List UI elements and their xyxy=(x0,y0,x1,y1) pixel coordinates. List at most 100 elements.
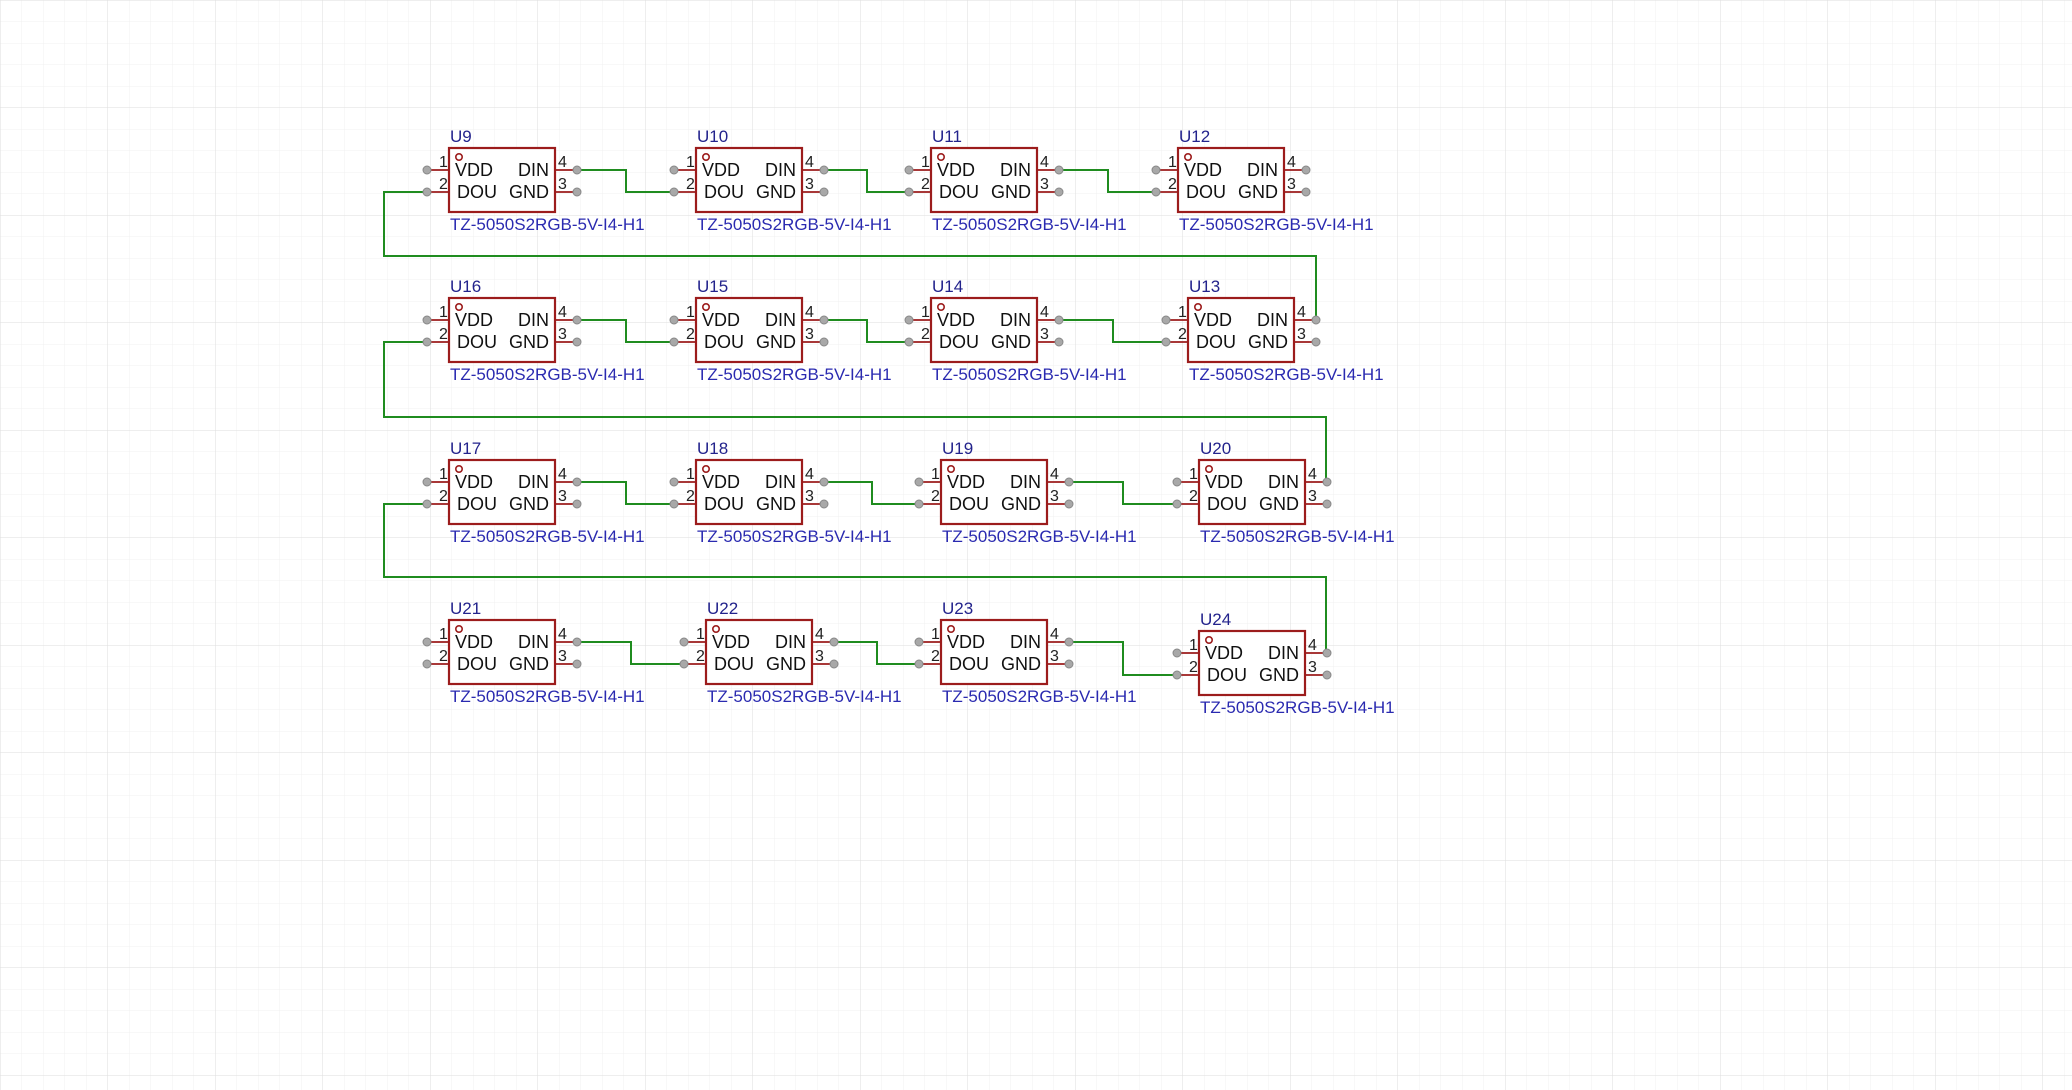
pin-2-terminal[interactable] xyxy=(1151,187,1161,197)
pin-2-terminal[interactable] xyxy=(422,337,432,347)
wire-row3-1[interactable] xyxy=(577,481,674,505)
pin-4-terminal[interactable] xyxy=(1054,165,1064,175)
wire-row1-1[interactable] xyxy=(577,169,674,193)
pin-name-gnd: GND xyxy=(509,654,549,674)
pin-4-terminal[interactable] xyxy=(572,477,582,487)
pin-name-vdd: VDD xyxy=(1184,160,1222,180)
pin-name-vdd: VDD xyxy=(1194,310,1232,330)
pin-1-terminal[interactable] xyxy=(1172,477,1182,487)
pin-4-terminal[interactable] xyxy=(1322,477,1332,487)
pin-name-dou: DOU xyxy=(939,332,979,352)
pin-4-terminal[interactable] xyxy=(1322,648,1332,658)
pin-4-terminal[interactable] xyxy=(819,165,829,175)
pin-4-terminal[interactable] xyxy=(829,637,839,647)
wire-row3-2[interactable] xyxy=(824,481,919,505)
pin-2-terminal[interactable] xyxy=(422,659,432,669)
pin-4-terminal[interactable] xyxy=(1064,637,1074,647)
pin-3-terminal[interactable] xyxy=(572,187,582,197)
pin-4-terminal[interactable] xyxy=(572,315,582,325)
wire-row3-3[interactable] xyxy=(1069,481,1177,505)
pin-1-terminal[interactable] xyxy=(1161,315,1171,325)
pin-3-terminal[interactable] xyxy=(829,659,839,669)
pin-1-terminal[interactable] xyxy=(669,477,679,487)
pin-1-terminal[interactable] xyxy=(422,165,432,175)
wire-row2-3[interactable] xyxy=(1059,319,1166,343)
pin-1-terminal[interactable] xyxy=(422,477,432,487)
pin-1-terminal[interactable] xyxy=(669,315,679,325)
pin-4-terminal[interactable] xyxy=(819,315,829,325)
pin-3-terminal[interactable] xyxy=(1054,337,1064,347)
pin-2-terminal[interactable] xyxy=(669,499,679,509)
pin-2-terminal[interactable] xyxy=(1172,670,1182,680)
pin-4-terminal[interactable] xyxy=(1311,315,1321,325)
pin-4-terminal[interactable] xyxy=(1301,165,1311,175)
pin-4-terminal[interactable] xyxy=(1064,477,1074,487)
wire-row1-3[interactable] xyxy=(1059,169,1156,193)
pin-1-terminal[interactable] xyxy=(422,637,432,647)
pin-3-terminal[interactable] xyxy=(572,499,582,509)
pin-3-terminal[interactable] xyxy=(819,187,829,197)
wire-row-link-1[interactable] xyxy=(383,191,1317,320)
wire-row1-2[interactable] xyxy=(824,169,909,193)
pin-2-terminal[interactable] xyxy=(914,659,924,669)
pin-3-terminal[interactable] xyxy=(1301,187,1311,197)
pin-1-terminal[interactable] xyxy=(914,477,924,487)
pin-3-terminal[interactable] xyxy=(1322,499,1332,509)
pin-2-terminal[interactable] xyxy=(669,187,679,197)
pin-1-terminal[interactable] xyxy=(1172,648,1182,658)
pin-1-terminal[interactable] xyxy=(904,165,914,175)
pin-1-terminal[interactable] xyxy=(422,315,432,325)
pin-number-3: 3 xyxy=(1050,488,1059,505)
wire-row2-1[interactable] xyxy=(577,319,674,343)
pin-name-gnd: GND xyxy=(1001,654,1041,674)
pin-3-terminal[interactable] xyxy=(572,337,582,347)
pin-2-terminal[interactable] xyxy=(679,659,689,669)
wire-row2-2[interactable] xyxy=(824,319,909,343)
wire-row4-2[interactable] xyxy=(834,641,919,665)
pin-4-terminal[interactable] xyxy=(572,165,582,175)
pin-2-terminal[interactable] xyxy=(669,337,679,347)
pin-2-terminal[interactable] xyxy=(904,337,914,347)
pin-4-terminal[interactable] xyxy=(819,477,829,487)
pin-1-terminal[interactable] xyxy=(904,315,914,325)
wire-row4-3[interactable] xyxy=(1069,641,1177,676)
pin-3-terminal[interactable] xyxy=(819,337,829,347)
pin-1-terminal[interactable] xyxy=(669,165,679,175)
pin-3-terminal[interactable] xyxy=(1311,337,1321,347)
pin-1-terminal[interactable] xyxy=(679,637,689,647)
pin-3-terminal[interactable] xyxy=(1064,499,1074,509)
pin-4-terminal[interactable] xyxy=(1054,315,1064,325)
pin-3-terminal[interactable] xyxy=(572,659,582,669)
pin-3-terminal[interactable] xyxy=(1054,187,1064,197)
pin-2-terminal[interactable] xyxy=(904,187,914,197)
pin-3-terminal[interactable] xyxy=(1064,659,1074,669)
pin-1-terminal[interactable] xyxy=(1151,165,1161,175)
pin-1-terminal[interactable] xyxy=(914,637,924,647)
pin-2-terminal[interactable] xyxy=(1172,499,1182,509)
pin-3-terminal[interactable] xyxy=(1322,670,1332,680)
pin-2-terminal[interactable] xyxy=(422,187,432,197)
pin-2-terminal[interactable] xyxy=(914,499,924,509)
pin-2-terminal[interactable] xyxy=(1161,337,1171,347)
pin-4-terminal[interactable] xyxy=(572,637,582,647)
pin-2-terminal[interactable] xyxy=(422,499,432,509)
wire-row4-1[interactable] xyxy=(577,641,684,665)
pin-3-terminal[interactable] xyxy=(819,499,829,509)
